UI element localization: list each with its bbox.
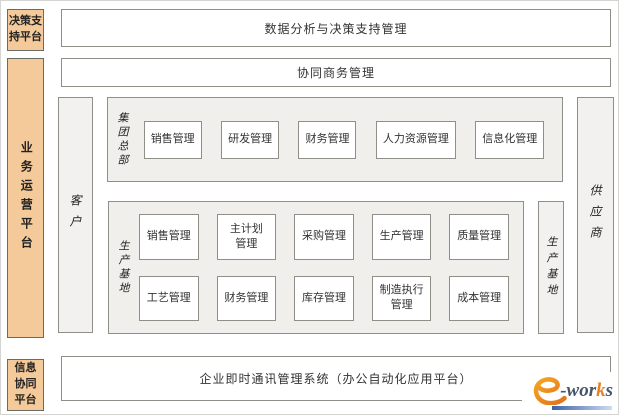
group-production-base-items: 销售管理 主计划 管理 采购管理 生产管理 质量管理 工艺管理 财务管理 库存管… xyxy=(133,202,523,333)
eworks-logo-underline xyxy=(552,405,612,410)
group-production-base-label: 生产基地 xyxy=(117,239,129,296)
group-production-base: 生产基地 销售管理 主计划 管理 采购管理 生产管理 质量管理 工艺管理 财务管… xyxy=(108,201,524,334)
eworks-logo-row: -works xyxy=(533,376,613,405)
bar-instant-messaging-oa: 企业即时通讯管理系统（办公自动化应用平台） xyxy=(61,356,611,401)
bar-collaborative-commerce: 协同商务管理 xyxy=(61,58,611,87)
module-box-prod-mes: 制造执行 管理 xyxy=(371,275,432,321)
module-box-hq-finance: 财务管理 xyxy=(298,120,357,159)
side-box-customer-label: 客户 xyxy=(68,194,82,236)
module-box-hq-sales: 销售管理 xyxy=(143,120,202,159)
group-headquarters-items: 销售管理 研发管理 财务管理 人力资源管理 信息化管理 xyxy=(132,98,562,181)
module-box-prod-master-plan: 主计划 管理 xyxy=(216,214,277,260)
module-box-prod-production: 生产管理 xyxy=(371,214,432,260)
eworks-logo-text-k: k xyxy=(596,379,606,401)
platform-label-decision-support: 决策支 持平台 xyxy=(7,9,44,51)
module-box-prod-inventory: 库存管理 xyxy=(294,275,354,321)
module-box-hq-it: 信息化管理 xyxy=(475,120,545,159)
side-box-production-base: 生产基地 xyxy=(538,201,564,334)
platform-label-business-operation-text: 业务运营平台 xyxy=(19,141,34,255)
eworks-logo-text-wor: -wor xyxy=(560,379,597,401)
group-headquarters: 集团总部 销售管理 研发管理 财务管理 人力资源管理 信息化管理 xyxy=(107,97,563,182)
eworks-logo-e-icon xyxy=(533,376,567,405)
eworks-logo-text: -works xyxy=(560,381,613,400)
side-box-supplier: 供应商 xyxy=(577,97,614,333)
bar-data-analysis-decision-support: 数据分析与决策支持管理 xyxy=(61,9,611,47)
side-box-customer: 客户 xyxy=(58,97,93,333)
module-box-prod-process: 工艺管理 xyxy=(139,275,199,321)
module-box-prod-quality: 质量管理 xyxy=(449,214,509,260)
platform-label-info-collaboration: 信息 协同 平台 xyxy=(7,359,44,411)
module-box-prod-finance: 财务管理 xyxy=(216,275,277,321)
module-box-prod-cost: 成本管理 xyxy=(449,275,509,321)
module-box-prod-sales: 销售管理 xyxy=(139,214,199,260)
module-box-prod-purchasing: 采购管理 xyxy=(294,214,354,260)
group-headquarters-label: 集团总部 xyxy=(116,111,128,168)
module-box-hq-rnd: 研发管理 xyxy=(221,120,280,159)
side-box-production-base-label: 生产基地 xyxy=(545,235,557,300)
platform-label-business-operation: 业务运营平台 xyxy=(7,58,44,338)
eworks-logo: -works xyxy=(522,372,616,414)
side-box-supplier-label: 供应商 xyxy=(588,183,602,247)
module-box-hq-hr: 人力资源管理 xyxy=(375,120,456,159)
eworks-logo-text-s: s xyxy=(605,379,613,401)
